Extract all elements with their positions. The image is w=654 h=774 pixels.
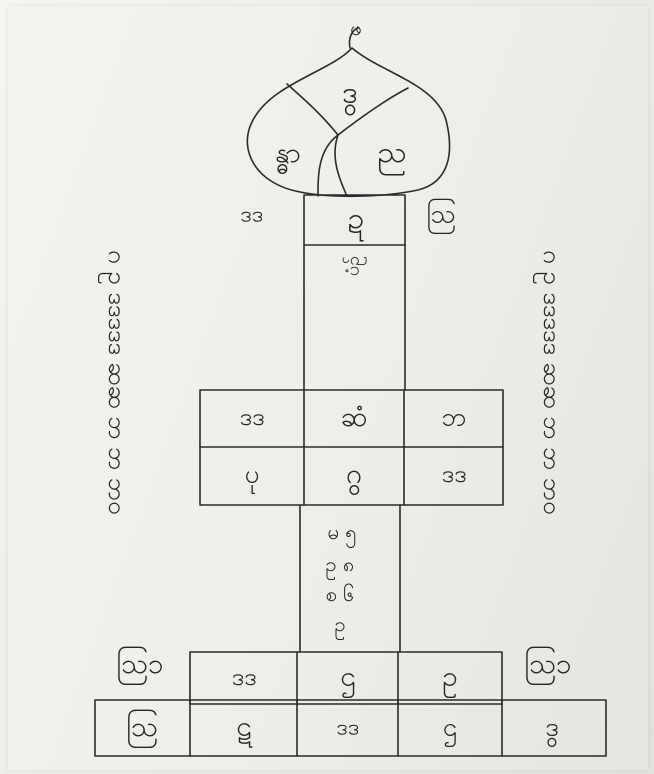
leaf-left-cell: န္ဓာ bbox=[275, 134, 301, 176]
base-lower-cell-5: ဒွ bbox=[545, 710, 559, 749]
shaft-line-2: ဥ ၈ bbox=[326, 551, 355, 581]
base-upper-cell-2: ဌ bbox=[340, 658, 356, 700]
stem-cap-cell: ဍ bbox=[348, 199, 365, 244]
cross-grid-cell-r2c2: ဂွ bbox=[346, 455, 362, 497]
leaf-tip-glyph: ဖ bbox=[350, 15, 361, 45]
base-lower-cell-2: ဋ bbox=[236, 708, 252, 750]
right-bottom-label: ဩ၁ bbox=[524, 645, 572, 687]
left-side-column: ဂ ဥ ဒဒဒဒဒ ဆဆ ဘ ဘ ဘဝ bbox=[97, 250, 133, 590]
cross-grid-cell-r2c1: ပု bbox=[245, 457, 260, 496]
cross-grid-cell-r1c1: ဒဒ bbox=[239, 401, 264, 437]
cross-grid-cell-r1c2: ဆံ bbox=[340, 398, 367, 440]
stem-right-label: ဩ bbox=[426, 197, 456, 236]
base-upper-cell-1: ဒဒ bbox=[231, 661, 256, 697]
shaft-line-4: ဥ bbox=[334, 611, 345, 641]
cross-grid-cell-r1c3: ဘ bbox=[441, 400, 466, 439]
base-lower-cell-1: ဩ bbox=[126, 708, 158, 750]
cross-grid-cell-r2c3: ဒဒ bbox=[441, 458, 466, 494]
shaft-line-1: မ ၅ bbox=[327, 519, 356, 549]
leaf-top-cell: ဒွ bbox=[342, 73, 358, 118]
shaft-line-3: စ ၆ bbox=[326, 581, 355, 611]
leaf-divider-center bbox=[335, 135, 346, 194]
right-side-column: ဂ ဥ ဒဒဒဒဒ ဆဆ ဘ ဘ ဘဝ bbox=[532, 250, 568, 590]
stem-left-label: ဒဒ bbox=[241, 200, 264, 233]
base-lower-cell-3: ဒဒ bbox=[337, 713, 360, 746]
base-upper-cell-3: ဥ bbox=[442, 658, 458, 700]
base-lower-cell-4: ဌ bbox=[443, 710, 457, 749]
left-bottom-label: ဩ၁ bbox=[116, 645, 164, 687]
stem-upper-shaft-text: ပံဉ် bbox=[341, 256, 368, 276]
leaf-right-cell: ည bbox=[377, 133, 406, 178]
leaf-divider-left bbox=[287, 84, 338, 135]
